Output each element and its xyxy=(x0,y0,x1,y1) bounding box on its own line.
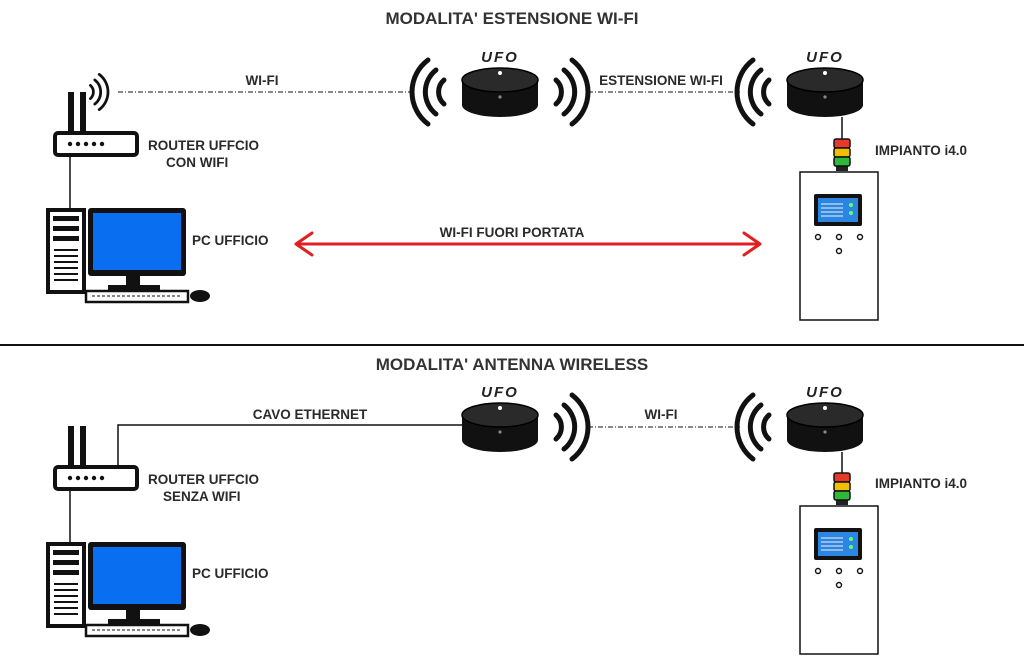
bottom-pc-label: PC UFFICIO xyxy=(192,566,269,581)
top-ufo1-waves-left-icon xyxy=(412,60,444,124)
top-machine-cabinet-icon xyxy=(799,138,879,321)
bottom-ufo1-logo: UFO xyxy=(481,384,519,401)
top-pc-label: PC UFFICIO xyxy=(192,233,269,248)
top-ufo2-logo: UFO xyxy=(806,49,844,66)
top-router-label-line1: ROUTER UFFCIO xyxy=(148,138,259,153)
top-ufo1-device-icon xyxy=(461,67,539,118)
top-wifi-label: WI-FI xyxy=(246,73,279,88)
pc-icon xyxy=(46,206,212,304)
top-ufo2-device-icon xyxy=(786,67,864,118)
bottom-wifi-label: WI-FI xyxy=(645,407,678,422)
bottom-router-icon xyxy=(53,424,139,491)
top-out-of-range-label: WI-FI FUORI PORTATA xyxy=(440,225,585,240)
bottom-plant-label: IMPIANTO i4.0 xyxy=(875,476,967,491)
out-of-range-arrow-icon xyxy=(294,231,762,257)
bottom-machine-cabinet-icon xyxy=(799,472,879,655)
top-ufo1-waves-right-icon xyxy=(556,60,588,124)
bottom-router-label-line1: ROUTER UFFCIO xyxy=(148,472,259,487)
top-ufo2-waves-left-icon xyxy=(737,60,769,124)
bottom-ufo2-device-icon xyxy=(786,402,864,453)
top-ufo1-logo: UFO xyxy=(481,49,519,66)
top-router-label-line2: CON WIFI xyxy=(166,155,228,170)
router-wifi-waves-icon xyxy=(89,73,110,111)
ethernet-cable xyxy=(117,424,462,467)
bottom-ufo2-logo: UFO xyxy=(806,384,844,401)
top-extension-label: ESTENSIONE WI-FI xyxy=(599,73,723,88)
bottom-router-label-line2: SENZA WIFI xyxy=(163,489,241,504)
bottom-ufo1-waves-right-icon xyxy=(556,395,588,459)
bottom-pc-icon xyxy=(46,540,212,638)
bottom-cable-label: CAVO ETHERNET xyxy=(253,407,368,422)
top-title: MODALITA' ESTENSIONE WI-FI xyxy=(385,9,638,28)
bottom-panel: MODALITA' ANTENNA WIRELESS CAVO ETHERNET… xyxy=(46,355,967,655)
top-plant-label: IMPIANTO i4.0 xyxy=(875,143,967,158)
top-panel: MODALITA' ESTENSIONE WI-FI ROUTER UFFCIO… xyxy=(46,9,967,321)
bottom-ufo1-device-icon xyxy=(461,402,539,453)
bottom-ufo2-waves-left-icon xyxy=(737,395,769,459)
bottom-title: MODALITA' ANTENNA WIRELESS xyxy=(376,355,649,374)
